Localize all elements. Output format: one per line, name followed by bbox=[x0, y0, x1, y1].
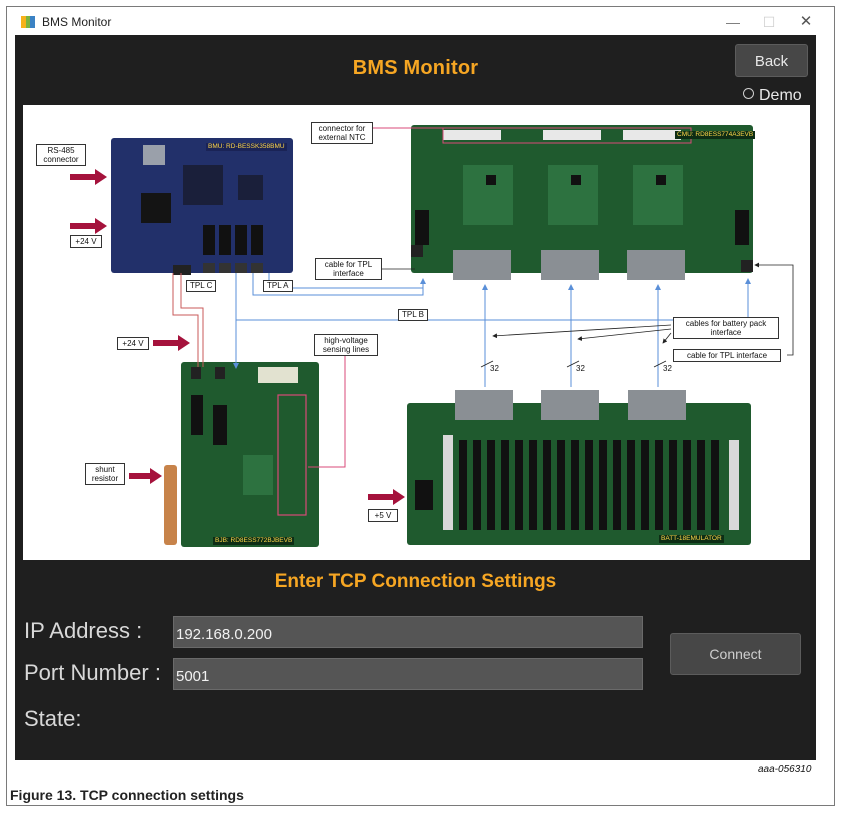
app-title: BMS Monitor bbox=[352, 57, 479, 79]
power-wires bbox=[172, 273, 204, 367]
nxp-logo-icon bbox=[21, 16, 35, 28]
maximize-button[interactable]: ☐ bbox=[762, 14, 776, 30]
arrow-5v bbox=[368, 489, 405, 505]
state-label: State: bbox=[24, 706, 82, 731]
black-leaders bbox=[382, 262, 794, 368]
shunt-resistor bbox=[164, 465, 177, 545]
line-count-1: 32 bbox=[490, 364, 499, 373]
board-label-cmu: CMU: RD8ESS774A3EVB bbox=[675, 131, 756, 139]
board-label-bjb: BJB: RD8ESS772BJBEVB bbox=[213, 537, 295, 545]
demo-label: Demo bbox=[759, 87, 802, 104]
callout-tpl-cable: cable for TPL interface bbox=[315, 258, 382, 280]
callout-hv-lines: high-voltage sensing lines bbox=[314, 334, 378, 356]
connect-button[interactable]: Connect bbox=[670, 633, 801, 675]
board-label-bmu: BMU: RD-BESSK358BMU bbox=[206, 143, 287, 151]
callout-24v-mid: +24 V bbox=[117, 337, 149, 350]
back-button[interactable]: Back bbox=[735, 44, 808, 77]
cmu-board bbox=[411, 125, 753, 280]
board-label-emu: BATT-18EMULATOR bbox=[659, 535, 724, 543]
minimize-button[interactable]: — bbox=[726, 14, 740, 30]
callout-5v: +5 V bbox=[368, 509, 398, 522]
app-window: Back BMS Monitor Demo bbox=[15, 35, 816, 760]
arrow-24v-top bbox=[70, 218, 107, 234]
line-count-3: 32 bbox=[663, 364, 672, 373]
line-count-2: 32 bbox=[576, 364, 585, 373]
window-titlebar: BMS Monitor — ☐ ✕ bbox=[7, 7, 834, 35]
callout-tpl-cable-right: cable for TPL interface bbox=[673, 349, 781, 362]
tcp-section-title: Enter TCP Connection Settings bbox=[274, 571, 557, 592]
callout-ntc: connector for external NTC bbox=[311, 122, 373, 144]
window-title: BMS Monitor bbox=[42, 15, 112, 29]
diagram-drawing bbox=[70, 125, 794, 547]
arrow-24v-mid bbox=[153, 335, 190, 351]
ip-address-label: IP Address : bbox=[24, 618, 143, 643]
figure-id: aaa-056310 bbox=[758, 764, 812, 775]
bus-label-tpl-c: TPL C bbox=[186, 280, 217, 292]
ip-address-input[interactable]: 192.168.0.200 bbox=[173, 616, 643, 648]
red-arrows bbox=[70, 169, 405, 505]
bus-label-tpl-b: TPL B bbox=[398, 309, 428, 321]
port-number-input[interactable]: 5001 bbox=[173, 658, 643, 690]
bmu-board bbox=[111, 138, 293, 275]
callout-shunt: shunt resistor bbox=[85, 463, 125, 485]
port-number-label: Port Number : bbox=[24, 660, 161, 685]
arrow-rs485 bbox=[70, 169, 107, 185]
arrow-shunt bbox=[129, 468, 162, 484]
bjb-board bbox=[181, 362, 319, 547]
radio-indicator[interactable] bbox=[743, 88, 754, 99]
close-button[interactable]: ✕ bbox=[799, 13, 813, 30]
demo-radio[interactable]: Demo bbox=[743, 87, 802, 105]
emulator-board bbox=[407, 390, 751, 545]
system-diagram: RS-485 connector +24 V +24 V shunt resis… bbox=[23, 105, 810, 560]
bus-label-tpl-a: TPL A bbox=[263, 280, 293, 292]
callout-battery-cables: cables for battery pack interface bbox=[673, 317, 779, 339]
figure-caption: Figure 13. TCP connection settings bbox=[10, 787, 244, 803]
callout-rs485: RS-485 connector bbox=[36, 144, 86, 166]
callout-24v-top: +24 V bbox=[70, 235, 102, 248]
